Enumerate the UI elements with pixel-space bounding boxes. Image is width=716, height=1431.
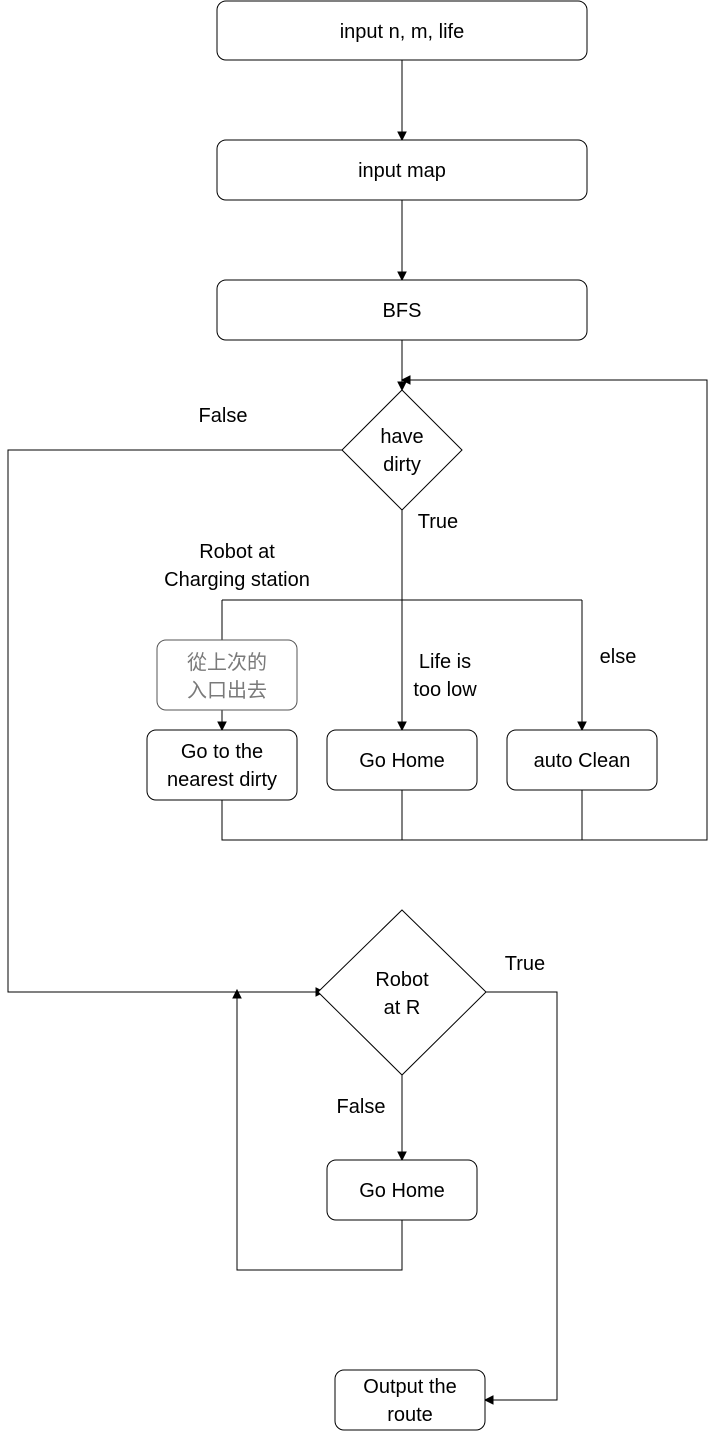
arrowhead — [397, 131, 407, 142]
node-go-home-mid: Go Home — [326, 729, 478, 791]
label-else: else — [600, 646, 637, 668]
label-true-bottom: True — [505, 953, 545, 975]
arrowhead — [397, 721, 407, 732]
node-output-route-line1: Output the — [363, 1376, 456, 1398]
node-bfs-box — [216, 279, 588, 341]
label-false-bottom: False — [337, 1096, 386, 1118]
label-life-low-line1: Life is — [419, 651, 471, 673]
arrowhead — [577, 721, 587, 732]
node-go-home-mid-box — [326, 729, 478, 791]
decision-robot-at-r-line1: Robot — [375, 969, 429, 991]
label-false-top: False — [199, 405, 248, 427]
node-auto-clean: auto Clean — [506, 729, 658, 791]
arrowhead — [400, 375, 411, 385]
edge-labels: False True Robot at Charging station Lif… — [164, 405, 636, 1118]
edge-loop-back — [402, 379, 708, 841]
arrowhead — [483, 1395, 494, 1405]
edges — [7, 60, 708, 1401]
node-input-params: input n, m, life — [216, 0, 588, 61]
edge-home-loop — [236, 996, 403, 1271]
node-input-map: input map — [216, 139, 588, 201]
node-input-map-box — [216, 139, 588, 201]
arrowhead — [397, 381, 407, 392]
node-go-home-bottom: Go Home — [326, 1159, 478, 1221]
label-charging-line2: Charging station — [164, 569, 310, 591]
node-go-nearest-dirty: Go to the nearest dirty — [146, 729, 298, 801]
node-exit-previous-entrance-box — [156, 639, 298, 711]
node-input-params-box — [216, 0, 588, 61]
label-charging-line1: Robot at — [199, 541, 275, 563]
arrowhead — [232, 988, 242, 999]
node-go-nearest-dirty-box — [146, 729, 298, 801]
node-bfs: BFS — [216, 279, 588, 341]
decision-robot-at-r-diamond — [317, 909, 487, 1076]
node-bfs-text: BFS — [383, 300, 422, 322]
node-go-home-bottom-box — [326, 1159, 478, 1221]
arrowhead — [397, 271, 407, 282]
node-exit-previous-line1: 從上次的 — [187, 651, 267, 674]
edge-join-bottom — [221, 790, 583, 841]
node-exit-previous-entrance: 從上次的 入口出去 — [156, 639, 298, 711]
node-go-home-bottom-text: Go Home — [359, 1180, 445, 1202]
decision-have-dirty-diamond — [341, 389, 463, 511]
decision-have-dirty-line1: have — [380, 426, 423, 448]
arrowheads — [217, 131, 587, 1405]
node-go-nearest-line1: Go to the — [181, 741, 263, 763]
node-input-map-text: input map — [358, 160, 446, 182]
label-true-top: True — [418, 511, 458, 533]
edge-false-to-robot-at-r — [7, 449, 342, 993]
decision-robot-at-r: Robot at R — [317, 909, 487, 1076]
arrowhead — [217, 721, 227, 732]
node-go-nearest-line2: nearest dirty — [167, 769, 277, 791]
edge-robot-true-to-output — [486, 991, 558, 1401]
decision-have-dirty: have dirty — [341, 389, 463, 511]
decision-have-dirty-line2: dirty — [383, 454, 421, 476]
node-input-params-text: input n, m, life — [340, 21, 465, 43]
node-exit-previous-line2: 入口出去 — [187, 679, 267, 702]
label-life-low-line2: too low — [413, 679, 477, 701]
decision-robot-at-r-line2: at R — [384, 997, 421, 1019]
node-auto-clean-box — [506, 729, 658, 791]
node-go-home-mid-text: Go Home — [359, 750, 445, 772]
node-output-route: Output the route — [334, 1369, 486, 1431]
arrowhead — [397, 1151, 407, 1162]
node-output-route-line2: route — [387, 1404, 433, 1426]
node-auto-clean-text: auto Clean — [534, 750, 631, 772]
node-output-route-box — [334, 1369, 486, 1431]
